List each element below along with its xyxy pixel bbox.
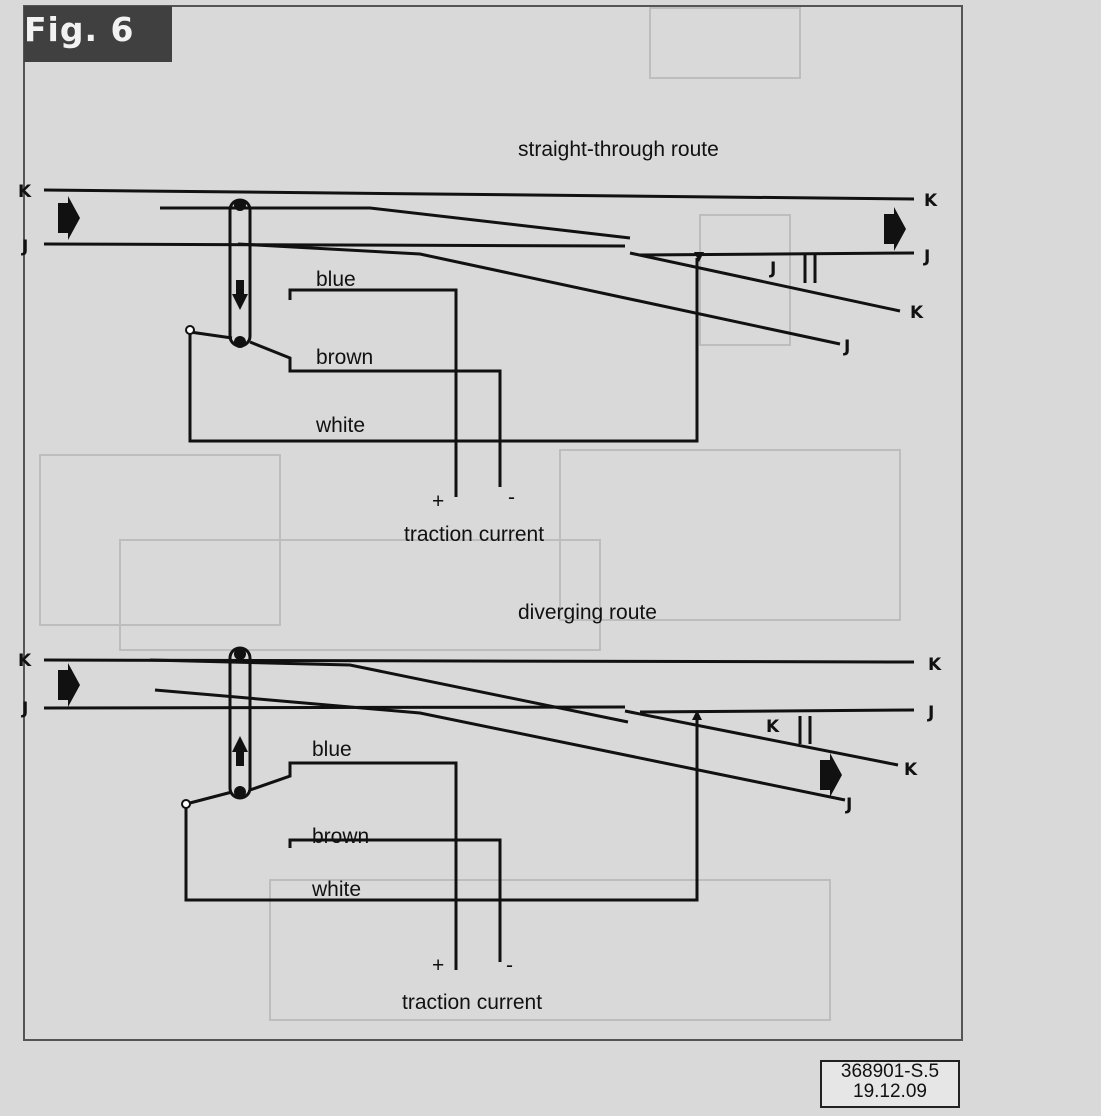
diverging-diagram xyxy=(43,646,915,970)
rail-label-k: K xyxy=(18,651,32,671)
wire-label-white: white xyxy=(315,414,365,437)
rail-label-k: K xyxy=(928,655,942,675)
rail-j-top xyxy=(43,242,626,248)
arrow-right-icon xyxy=(58,196,80,240)
arrow-right-icon xyxy=(820,753,842,797)
top-title: straight-through route xyxy=(518,138,719,161)
arrow-up-icon xyxy=(232,736,248,766)
rail-label-k: K xyxy=(924,191,938,211)
rail-label-k: K xyxy=(766,717,780,737)
terminal-minus: - xyxy=(508,486,515,509)
rail-label-j: J xyxy=(845,795,852,815)
rail-label-k: K xyxy=(904,760,918,780)
rail-label-j: J xyxy=(21,237,28,257)
traction-current-label: traction current xyxy=(404,523,544,546)
wire-label-brown: brown xyxy=(316,346,373,369)
rail-label-j: J xyxy=(769,259,776,279)
arrow-right-icon xyxy=(884,207,906,251)
traction-current-label: traction current xyxy=(402,991,542,1014)
terminal-plus: + xyxy=(432,490,444,513)
wire-label-brown: brown xyxy=(312,825,369,848)
wire-label-white: white xyxy=(311,878,361,901)
bottom-title: diverging route xyxy=(518,601,657,624)
rail-label-j: J xyxy=(843,337,850,357)
document-reference: 368901-S.5 19.12.09 xyxy=(820,1060,960,1108)
arrow-right-icon xyxy=(58,663,80,707)
rail-label-k: K xyxy=(910,303,924,323)
rail-k-top xyxy=(43,188,915,201)
arrow-down-icon xyxy=(232,280,248,310)
rail-label-j: J xyxy=(923,247,930,267)
straight-through-diagram xyxy=(43,188,915,497)
doc-ref-date: 19.12.09 xyxy=(853,1081,927,1102)
rail-label-k: K xyxy=(18,182,32,202)
terminal-minus: - xyxy=(506,954,513,977)
wire-label-blue: blue xyxy=(316,268,356,291)
wire-label-blue: blue xyxy=(312,738,352,761)
rail-label-j: J xyxy=(927,703,934,723)
terminal-plus: + xyxy=(432,954,444,977)
rail-j-bottom xyxy=(43,705,626,710)
rail-label-j: J xyxy=(21,699,28,719)
doc-ref-number: 368901-S.5 xyxy=(840,1061,940,1082)
figure-label: Fig. 6 xyxy=(24,6,172,62)
